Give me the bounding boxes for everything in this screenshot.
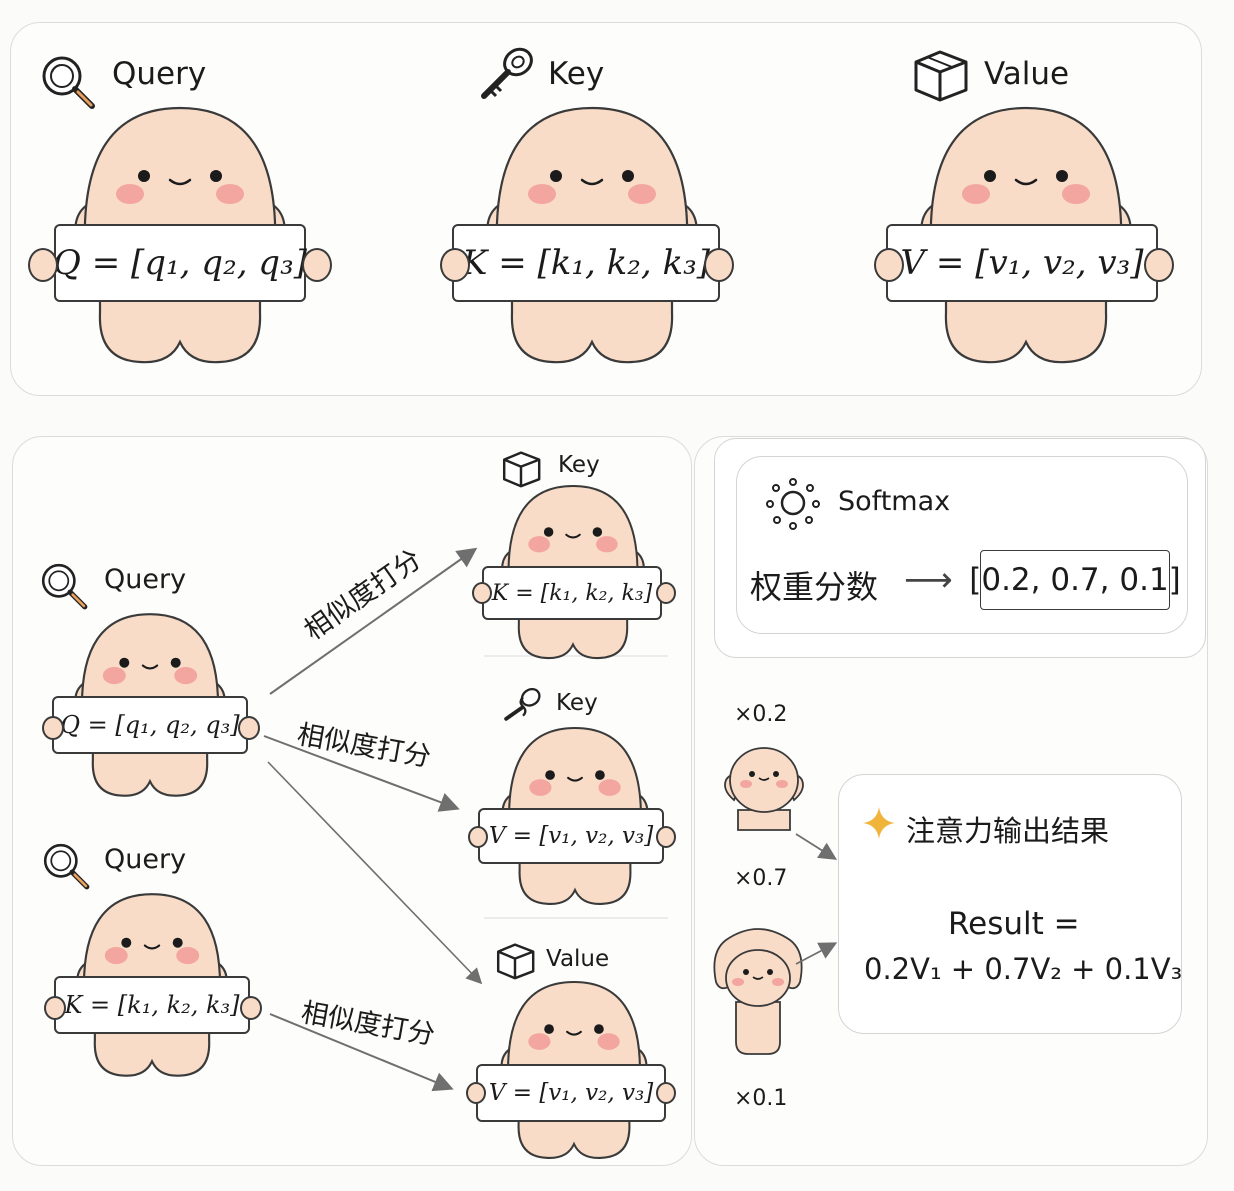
arrow-to-key1 bbox=[269, 547, 478, 695]
key2-sign: V = [v₁, v₂, v₃] bbox=[478, 808, 664, 864]
query2-title: Query bbox=[104, 844, 187, 875]
right-hand bbox=[240, 996, 262, 1020]
softmax-arrow: ⟶ bbox=[904, 560, 953, 600]
query-character: Q = [q₁, q₂, q₃] bbox=[28, 106, 332, 368]
magnifier-icon bbox=[38, 560, 90, 612]
key-icon bbox=[500, 682, 546, 728]
gear-icon bbox=[762, 474, 824, 532]
left-hand bbox=[468, 826, 488, 848]
key2-character: V = [v₁, v₂, v₃] bbox=[468, 726, 676, 908]
softmax-title: Softmax bbox=[838, 486, 951, 517]
query2-character: K = [k₁, k₂, k₃] bbox=[44, 892, 262, 1082]
small-value-character-1 bbox=[712, 740, 816, 836]
output-title: 注意力输出结果 bbox=[906, 814, 1110, 848]
value-sign: V = [v₁, v₂, v₃] bbox=[886, 224, 1158, 302]
key1-sign: K = [k₁, k₂, k₃] bbox=[482, 566, 662, 620]
key-character: K = [k₁, k₂, k₃] bbox=[440, 106, 734, 368]
result-formula: 0.2V₁ + 0.7V₂ + 0.1V₃ bbox=[864, 952, 1183, 986]
key1-title: Key bbox=[558, 452, 600, 478]
sparkle-icon bbox=[862, 806, 896, 840]
value1-character: V = [v₁, v₂, v₃] bbox=[466, 980, 676, 1162]
value1-sign: V = [v₁, v₂, v₃] bbox=[476, 1064, 666, 1122]
left-hand bbox=[28, 248, 58, 282]
value-character: V = [v₁, v₂, v₃] bbox=[874, 106, 1174, 368]
small-value-character-2 bbox=[706, 922, 810, 1064]
query1-character: Q = [q₁, q₂, q₃] bbox=[42, 612, 260, 802]
right-hand bbox=[704, 248, 734, 282]
score-arrows bbox=[263, 547, 668, 1092]
query1-title: Query bbox=[104, 564, 187, 595]
magnifier-icon bbox=[40, 840, 92, 892]
right-hand bbox=[656, 1082, 676, 1104]
weights-box: [0.2, 0.7, 0.1] bbox=[969, 550, 1181, 610]
left-hand bbox=[472, 582, 492, 604]
key-icon bbox=[476, 44, 536, 104]
box-icon bbox=[494, 940, 536, 980]
right-hand bbox=[656, 582, 676, 604]
value1-title: Value bbox=[546, 946, 610, 972]
output-box bbox=[838, 774, 1182, 1034]
arrow-to-value1 bbox=[267, 761, 483, 985]
right-hand bbox=[656, 826, 676, 848]
arrow-from-query2 bbox=[269, 1013, 454, 1092]
weight-arrows bbox=[795, 833, 838, 965]
box-icon bbox=[500, 448, 542, 488]
key2-title: Key bbox=[556, 690, 598, 716]
right-hand bbox=[238, 716, 260, 740]
right-hand bbox=[302, 248, 332, 282]
weight-multiplier-1: ×0.2 bbox=[734, 702, 788, 727]
result-label: Result = bbox=[948, 906, 1080, 942]
right-hand bbox=[1144, 248, 1174, 282]
weight-multiplier-2: ×0.7 bbox=[734, 866, 788, 891]
box-icon bbox=[910, 46, 970, 102]
left-hand bbox=[42, 716, 64, 740]
value-title: Value bbox=[984, 56, 1070, 92]
key-title: Key bbox=[548, 56, 605, 92]
key-sign: K = [k₁, k₂, k₃] bbox=[452, 224, 720, 302]
query2-sign: K = [k₁, k₂, k₃] bbox=[54, 976, 250, 1034]
arrow-to-key2 bbox=[263, 735, 460, 812]
key1-character: K = [k₁, k₂, k₃] bbox=[472, 484, 676, 662]
query-title: Query bbox=[112, 56, 207, 92]
left-hand bbox=[44, 996, 66, 1020]
left-hand bbox=[466, 1082, 486, 1104]
left-hand bbox=[440, 248, 470, 282]
magnifier-icon bbox=[38, 52, 98, 112]
weight-multiplier-3: ×0.1 bbox=[734, 1086, 788, 1111]
left-hand bbox=[874, 248, 904, 282]
softmax-inner-box bbox=[736, 456, 1188, 634]
weight-score-label: 权重分数 bbox=[750, 568, 879, 606]
query1-sign: Q = [q₁, q₂, q₃] bbox=[52, 696, 248, 754]
